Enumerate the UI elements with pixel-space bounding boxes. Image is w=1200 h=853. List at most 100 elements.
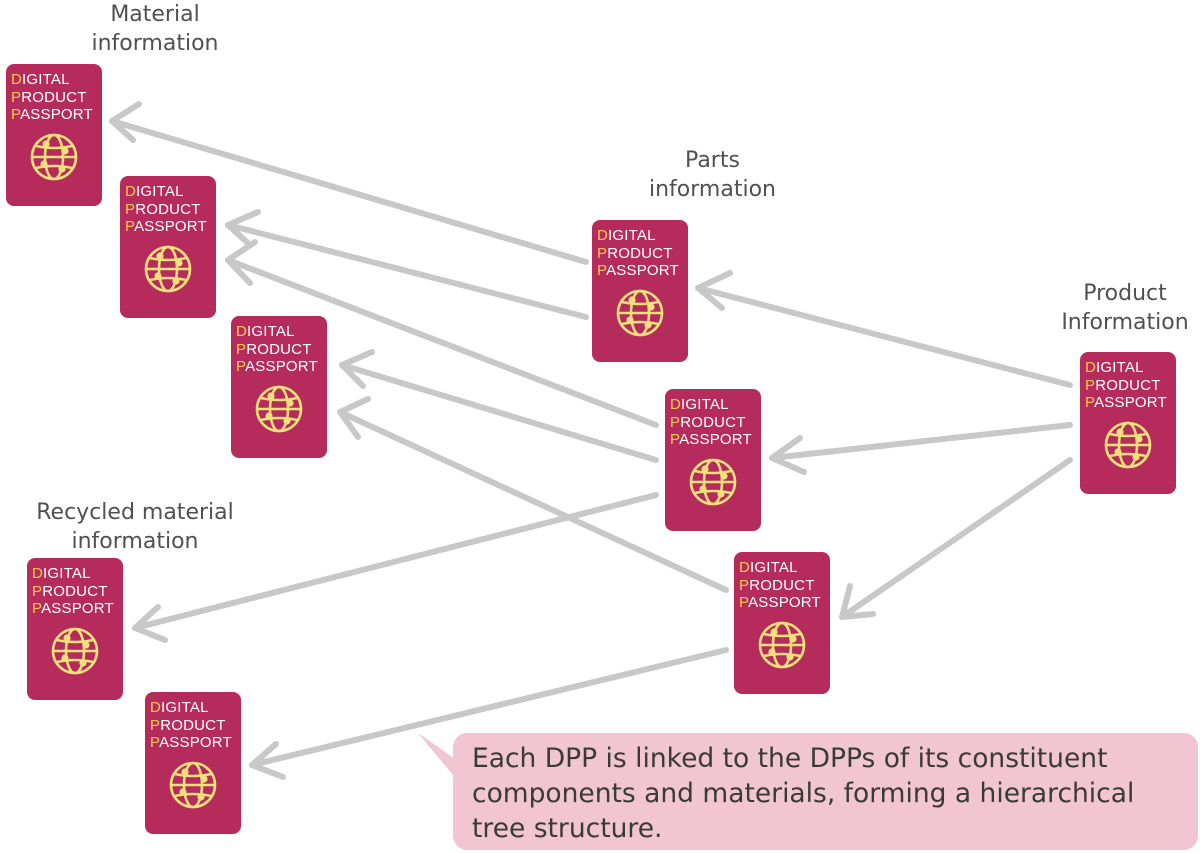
passport-word-rest: IGITAL (22, 71, 70, 88)
passport-initial: D (597, 227, 609, 244)
arrow-parts-top-to-material-1 (109, 101, 589, 265)
passport-word-rest: IGITAL (136, 183, 184, 200)
passport-word-rest: RODUCT (246, 340, 312, 358)
passport-title-line-2: PRODUCT (11, 89, 93, 107)
passport-title-line-3: PASSPORT (1085, 394, 1167, 412)
arrow-product-to-parts-bottom (839, 457, 1073, 620)
passport-initial: P (11, 106, 21, 123)
arrow-product-to-parts-top (695, 270, 1073, 388)
passport-word-rest: RODUCT (749, 576, 815, 594)
passport-initial: P (150, 734, 160, 751)
passport-title-line-1: DIGITAL (125, 183, 207, 201)
passport-initial: D (150, 699, 162, 716)
passport-initial: P (125, 200, 136, 218)
passport-word-rest: ASSPORT (41, 600, 114, 617)
globe-icon (169, 761, 217, 809)
passport-word-rest: RODUCT (160, 716, 226, 734)
passport-title-line-1: DIGITAL (597, 227, 679, 245)
passport-title-line-1: DIGITAL (739, 559, 821, 577)
globe-icon (689, 458, 737, 506)
passport-initial: P (32, 582, 43, 600)
passport-word-rest: ASSPORT (245, 358, 318, 375)
passport-initial: P (670, 413, 681, 431)
passport-word-rest: ASSPORT (1094, 394, 1167, 411)
passport-title-line-1: DIGITAL (11, 71, 93, 89)
passport-word-rest: ASSPORT (159, 734, 232, 751)
passport-initial: P (236, 340, 247, 358)
passport-initial: P (125, 218, 135, 235)
passport-initial: P (236, 358, 246, 375)
passport-title-line-2: PRODUCT (236, 341, 318, 359)
passport-initial: P (597, 262, 607, 279)
passport-title-line-1: DIGITAL (32, 565, 114, 583)
globe-icon (30, 133, 78, 181)
passport-initial: D (236, 323, 248, 340)
passport-title-line-1: DIGITAL (1085, 359, 1167, 377)
arrow-product-to-parts-middle (769, 422, 1073, 475)
passport-initial: D (125, 183, 137, 200)
passport-title-line-2: PRODUCT (32, 583, 114, 601)
passport-title-line-2: PRODUCT (1085, 377, 1167, 395)
passport-title-line-3: PASSPORT (670, 431, 752, 449)
passport-word-rest: IGITAL (247, 323, 295, 340)
passport-initial: P (1085, 376, 1096, 394)
passport-title-line-3: PASSPORT (597, 262, 679, 280)
passport-title-line-3: PASSPORT (11, 106, 93, 124)
passport-word-rest: RODUCT (607, 244, 673, 262)
passport-initial: D (670, 396, 682, 413)
arrow-parts-middle-to-material-2 (225, 239, 659, 428)
passport-title-line-1: DIGITAL (236, 323, 318, 341)
passport-word-rest: IGITAL (681, 396, 729, 413)
passport-title-line-2: PRODUCT (670, 414, 752, 432)
passport-initial: P (11, 88, 22, 106)
callout-text: Each DPP is linked to the DPPs of its co… (472, 743, 1135, 844)
passport-initial: P (670, 431, 680, 448)
passport-title-line-1: DIGITAL (670, 396, 752, 414)
passport-initial: P (32, 600, 42, 617)
passport-word-rest: RODUCT (21, 88, 87, 106)
passport-initial: P (597, 244, 608, 262)
arrow-parts-top-to-material-2 (225, 209, 589, 320)
passport-word-rest: IGITAL (608, 227, 656, 244)
passport-initial: P (739, 576, 750, 594)
passport-title-line-2: PRODUCT (150, 717, 232, 735)
passport-word-rest: ASSPORT (134, 218, 207, 235)
passport-word-rest: RODUCT (1095, 376, 1161, 394)
passport-initial: D (32, 565, 44, 582)
parts-information-label: Parts information (649, 148, 776, 202)
passport-word-rest: IGITAL (43, 565, 91, 582)
passport-title-line-3: PASSPORT (150, 734, 232, 752)
passport-word-rest: RODUCT (42, 582, 108, 600)
arrow-parts-bottom-to-material-3 (337, 396, 729, 593)
passport-word-rest: IGITAL (1096, 359, 1144, 376)
passport-word-rest: IGITAL (161, 699, 209, 716)
passport-title-line-2: PRODUCT (597, 245, 679, 263)
passport-title-line-2: PRODUCT (125, 201, 207, 219)
material-information-label: Material information (91, 2, 219, 56)
passport-word-rest: IGITAL (750, 559, 798, 576)
passport-initial: D (11, 71, 23, 88)
arrow-parts-middle-to-material-3 (339, 349, 659, 463)
passport-word-rest: ASSPORT (20, 106, 93, 123)
globe-icon (255, 385, 303, 433)
passport-title-line-2: PRODUCT (739, 577, 821, 595)
passport-word-rest: ASSPORT (679, 431, 752, 448)
passport-initial: P (150, 716, 161, 734)
callout-box (453, 733, 1198, 850)
